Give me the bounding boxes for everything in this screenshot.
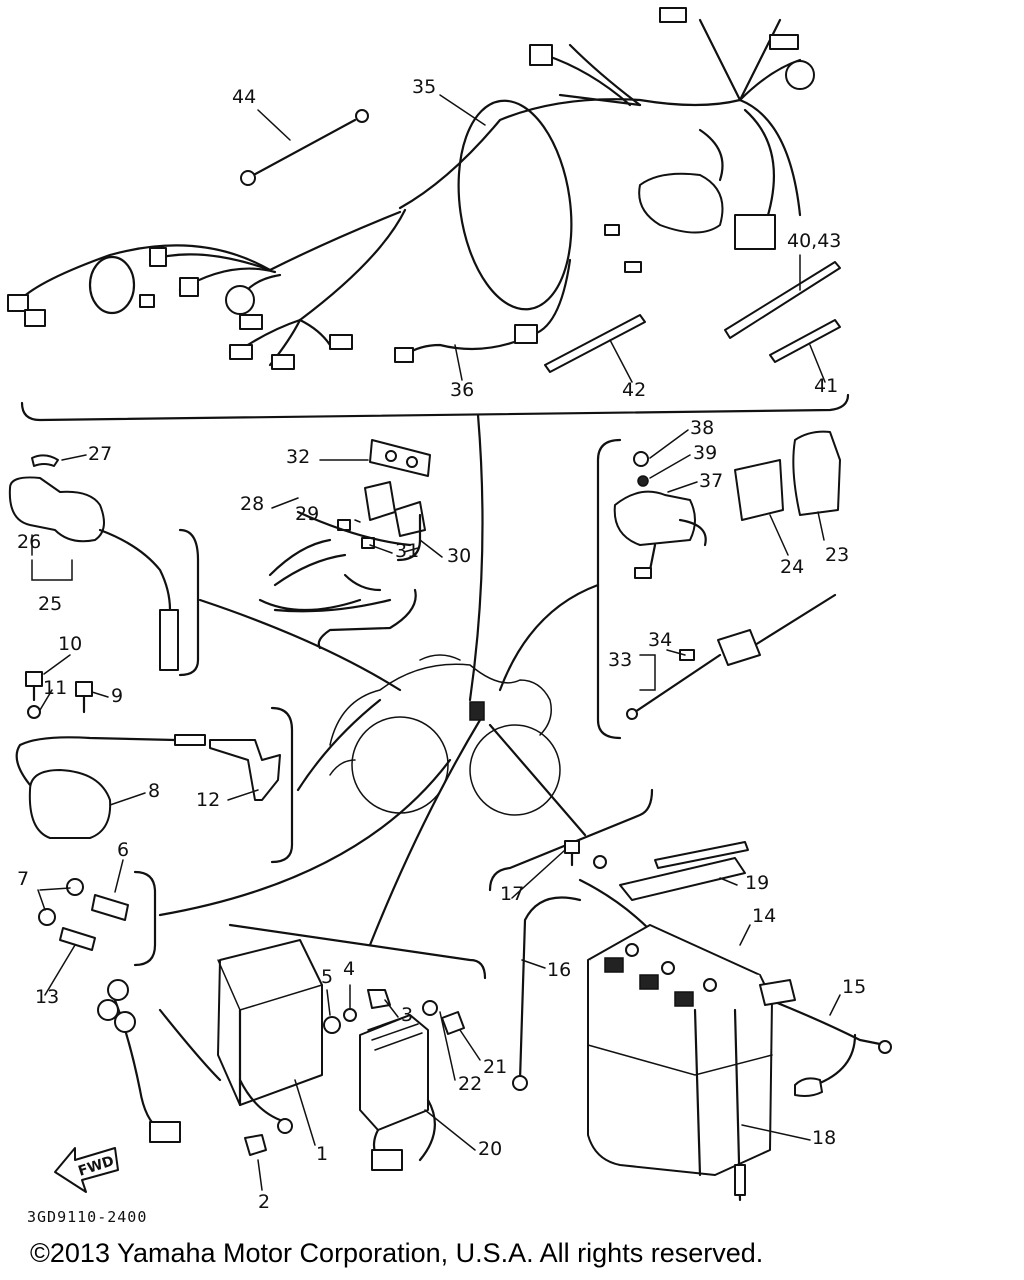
- callout-38: 38: [690, 417, 714, 439]
- callout-8: 8: [148, 780, 160, 802]
- ground-lead: [240, 109, 369, 186]
- callout-33: 33: [608, 649, 632, 671]
- callout-13: 13: [35, 986, 59, 1008]
- callout-24: 24: [780, 556, 804, 578]
- callout-23: 23: [825, 544, 849, 566]
- plug-assembly: [8, 454, 200, 677]
- bolts-left: [25, 671, 93, 719]
- callout-18: 18: [812, 1127, 836, 1149]
- callout-42: 42: [622, 379, 646, 401]
- callout-41: 41: [814, 375, 838, 397]
- callout-4: 4: [343, 958, 355, 980]
- callout-34: 34: [648, 629, 672, 651]
- battery: [587, 924, 773, 1202]
- sender-unit: [626, 593, 837, 720]
- callout-9: 9: [111, 685, 123, 707]
- gasket: [369, 439, 431, 477]
- reference-code: 3GD9110-2400: [27, 1208, 148, 1226]
- callout-20: 20: [478, 1138, 502, 1160]
- callout-28: 28: [240, 493, 264, 515]
- copyright-notice: ©2013 Yamaha Motor Corporation, U.S.A. A…: [30, 1238, 764, 1268]
- callout-30: 30: [447, 545, 471, 567]
- callout-10: 10: [58, 633, 82, 655]
- callout-16: 16: [547, 959, 571, 981]
- callout-44: 44: [232, 86, 256, 108]
- callout-labels: 44 35 40,43 36 42 41 27 32 38 39 37 28 2…: [17, 76, 866, 1210]
- cable-ties: [544, 261, 841, 373]
- callout-25: 25: [38, 593, 62, 615]
- switch-assembly: [258, 481, 426, 650]
- neutral-switch: [38, 870, 157, 967]
- callout-26: 26: [17, 531, 41, 553]
- callout-37: 37: [699, 470, 723, 492]
- callout-32: 32: [286, 446, 310, 468]
- callout-7: 7: [17, 868, 29, 890]
- callout-19: 19: [745, 872, 769, 894]
- callout-39: 39: [693, 442, 717, 464]
- breather-tube: [759, 979, 892, 1097]
- wiring-diagram: FWD 44 35: [7, 7, 892, 1210]
- vehicle-outline: [329, 654, 561, 816]
- callout-3: 3: [401, 1004, 413, 1026]
- callout-27: 27: [88, 443, 112, 465]
- callout-12: 12: [196, 789, 220, 811]
- callout-leaders: [31, 94, 841, 1191]
- callout-1: 1: [316, 1143, 328, 1165]
- callout-15: 15: [842, 976, 866, 998]
- callout-22: 22: [458, 1073, 482, 1095]
- battery-band: [619, 841, 749, 901]
- hardware-center: [244, 989, 391, 1156]
- callout-2: 2: [258, 1191, 270, 1210]
- callout-40-43: 40,43: [787, 230, 841, 252]
- callout-36: 36: [450, 379, 474, 401]
- cdi-unit: [97, 923, 487, 1143]
- wire-harness: [7, 7, 815, 370]
- callout-5: 5: [321, 966, 333, 988]
- callout-11: 11: [43, 677, 67, 699]
- leader-lines: [158, 413, 600, 947]
- callout-21: 21: [483, 1056, 507, 1078]
- callout-6: 6: [117, 839, 129, 861]
- relay-parts: [596, 430, 841, 740]
- callout-17: 17: [500, 883, 524, 905]
- fwd-arrow: FWD: [54, 1147, 119, 1193]
- callout-14: 14: [752, 905, 776, 927]
- rectifier: [359, 1000, 465, 1171]
- callout-35: 35: [412, 76, 436, 98]
- ignition-coil: [15, 706, 294, 864]
- harness-bracket: [20, 393, 850, 422]
- battery-cable: [512, 840, 652, 1091]
- callout-29: 29: [295, 503, 319, 525]
